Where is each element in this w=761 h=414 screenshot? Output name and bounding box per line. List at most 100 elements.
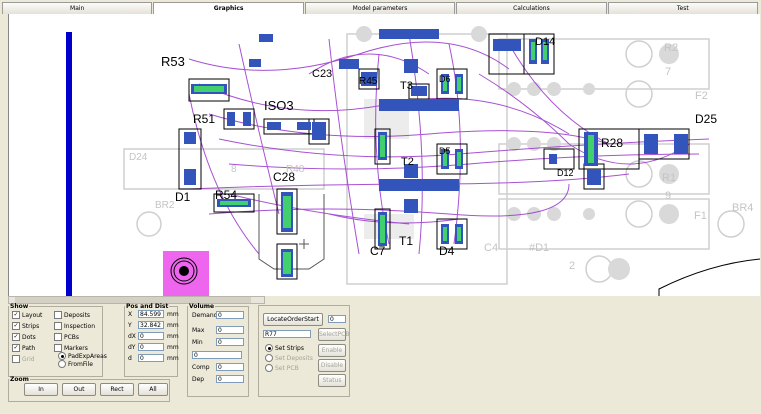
tab-main[interactable]: Main: [2, 2, 153, 14]
volume-demand-input[interactable]: 0: [216, 311, 244, 319]
pos-dy-label: dY: [128, 344, 136, 351]
pos-dx-label: dX: [128, 333, 136, 340]
pcb-label-8: 8: [231, 164, 237, 175]
radio-label: Set Deposits: [275, 354, 313, 362]
radio-label: Set Strips: [275, 344, 304, 352]
zoom-rect-button[interactable]: Rect: [100, 383, 134, 396]
checkbox-box[interactable]: [54, 333, 62, 341]
checkbox-box[interactable]: [54, 344, 62, 352]
pcb-label-t1: T1: [399, 234, 414, 248]
scrollbar-thumb[interactable]: [15, 297, 251, 303]
show-grid-checkbox[interactable]: Grid: [12, 355, 35, 363]
radio-label: Set PCB: [275, 364, 299, 372]
show-dots-checkbox[interactable]: ✓Dots: [12, 333, 36, 341]
pcb-label-c7: C7: [370, 244, 386, 258]
show-pcbs-checkbox[interactable]: PCBs: [54, 333, 79, 341]
show-fromfile-radio[interactable]: FromFile: [58, 360, 93, 368]
checkbox-label: Dots: [22, 333, 36, 341]
checkbox-box[interactable]: ✓: [12, 333, 20, 341]
locate-group: [258, 305, 350, 397]
volume-max-input[interactable]: 0: [216, 326, 244, 334]
pcb-label-c23: C23: [312, 68, 333, 80]
pos-unit: mm: [167, 311, 179, 318]
pcb-label-c4: C4: [484, 242, 499, 254]
radio-dot[interactable]: [58, 360, 66, 368]
pos-dy-input[interactable]: 0: [138, 343, 164, 351]
pcb-label-br2: BR2: [155, 200, 175, 211]
locate-r77-field[interactable]: R77: [263, 330, 311, 338]
disable-button[interactable]: Disable: [318, 359, 346, 372]
pcb-label-d24: D24: [129, 152, 148, 163]
tab-model-parameters[interactable]: Model parameters: [304, 2, 456, 14]
tab-calculations[interactable]: Calculations: [456, 2, 607, 14]
radio-dot[interactable]: [265, 354, 273, 362]
checkbox-label: Path: [22, 344, 36, 352]
show-path-checkbox[interactable]: ✓Path: [12, 344, 35, 352]
volume-min-input[interactable]: 0: [216, 338, 244, 346]
radio-dot[interactable]: [265, 364, 273, 372]
checkbox-box[interactable]: ✓: [12, 322, 20, 330]
show-inspection-checkbox[interactable]: Inspection: [54, 322, 95, 330]
status-button[interactable]: Status: [318, 374, 346, 387]
volume-group: Volume: [187, 303, 249, 397]
volume-comp-input[interactable]: 0: [216, 363, 244, 371]
pcb-label-d25: D25: [695, 112, 718, 126]
tab-test[interactable]: Test: [607, 2, 759, 14]
show-strips-checkbox[interactable]: ✓Strips: [12, 322, 39, 330]
checkbox-box[interactable]: [54, 322, 62, 330]
volume-max-label: Max: [192, 327, 205, 334]
radio-label: PadExpAreas: [68, 352, 107, 360]
pcb-label-r2: R2: [664, 42, 679, 54]
checkbox-box[interactable]: ✓: [12, 344, 20, 352]
pcb-label-2: 2: [569, 260, 576, 272]
zoom-all-button[interactable]: All: [138, 383, 168, 396]
zoom-in-button[interactable]: In: [24, 383, 58, 396]
pos-unit: mm: [167, 344, 179, 351]
locate-order-start-button[interactable]: LocateOrderStart: [263, 313, 323, 326]
volume-demand-label: Demand: [192, 312, 218, 319]
locate-value-input[interactable]: 0: [328, 315, 346, 323]
tab-graphics[interactable]: Graphics: [153, 2, 304, 15]
checkbox-box[interactable]: [54, 311, 62, 319]
volume-unnamed-input[interactable]: 0: [192, 351, 242, 359]
show-padexpareas-radio[interactable]: PadExpAreas: [58, 352, 107, 360]
pos-x-input[interactable]: 84.599: [138, 310, 164, 318]
radio-dot[interactable]: [265, 344, 273, 352]
pcb-label-d14: D14: [535, 36, 556, 48]
checkbox-label: Strips: [22, 322, 40, 330]
show-markers-checkbox[interactable]: Markers: [54, 344, 88, 352]
show-title: Show: [10, 303, 29, 310]
pcb-label-hash-d1: #D1: [529, 242, 550, 254]
volume-comp-label: Comp: [192, 364, 210, 371]
checkbox-box[interactable]: [12, 355, 20, 363]
zoom-group: Zoom: [8, 376, 170, 402]
radio-dot[interactable]: [58, 352, 66, 360]
volume-min-label: Min: [192, 339, 203, 346]
pos-dist-title: Pos and Dist: [126, 303, 169, 310]
checkbox-label: Inspection: [64, 322, 95, 330]
show-deposits-checkbox[interactable]: Deposits: [54, 311, 90, 319]
pos-y-label: Y: [128, 322, 132, 329]
checkbox-box[interactable]: ✓: [12, 311, 20, 319]
pos-dx-input[interactable]: 0: [138, 332, 164, 340]
pcb-label-c28: C28: [273, 170, 296, 184]
volume-dep-label: Dep: [192, 376, 205, 383]
checkbox-label: PCBs: [64, 333, 80, 341]
pcb-label-r1: R1: [662, 172, 677, 184]
checkbox-label: Grid: [22, 355, 35, 363]
locate-set-strips-radio[interactable]: Set Strips: [265, 344, 304, 352]
locate-set-pcb-radio[interactable]: Set PCB: [265, 364, 299, 372]
zoom-out-button[interactable]: Out: [62, 383, 96, 396]
pos-d-input[interactable]: 0: [138, 354, 164, 362]
checkbox-label: Markers: [64, 344, 88, 352]
select-pcb-button[interactable]: SelectPCB: [318, 328, 349, 341]
volume-dep-input[interactable]: 0: [216, 375, 244, 383]
pos-unit: mm: [167, 355, 179, 362]
radio-label: FromFile: [68, 360, 93, 368]
locate-set-deposits-radio[interactable]: Set Deposits: [265, 354, 313, 362]
volume-title: Volume: [189, 303, 215, 310]
enable-button[interactable]: Enable: [318, 344, 346, 357]
show-layout-checkbox[interactable]: ✓Layout: [12, 311, 42, 319]
pos-y-input[interactable]: 32.842: [138, 321, 164, 329]
